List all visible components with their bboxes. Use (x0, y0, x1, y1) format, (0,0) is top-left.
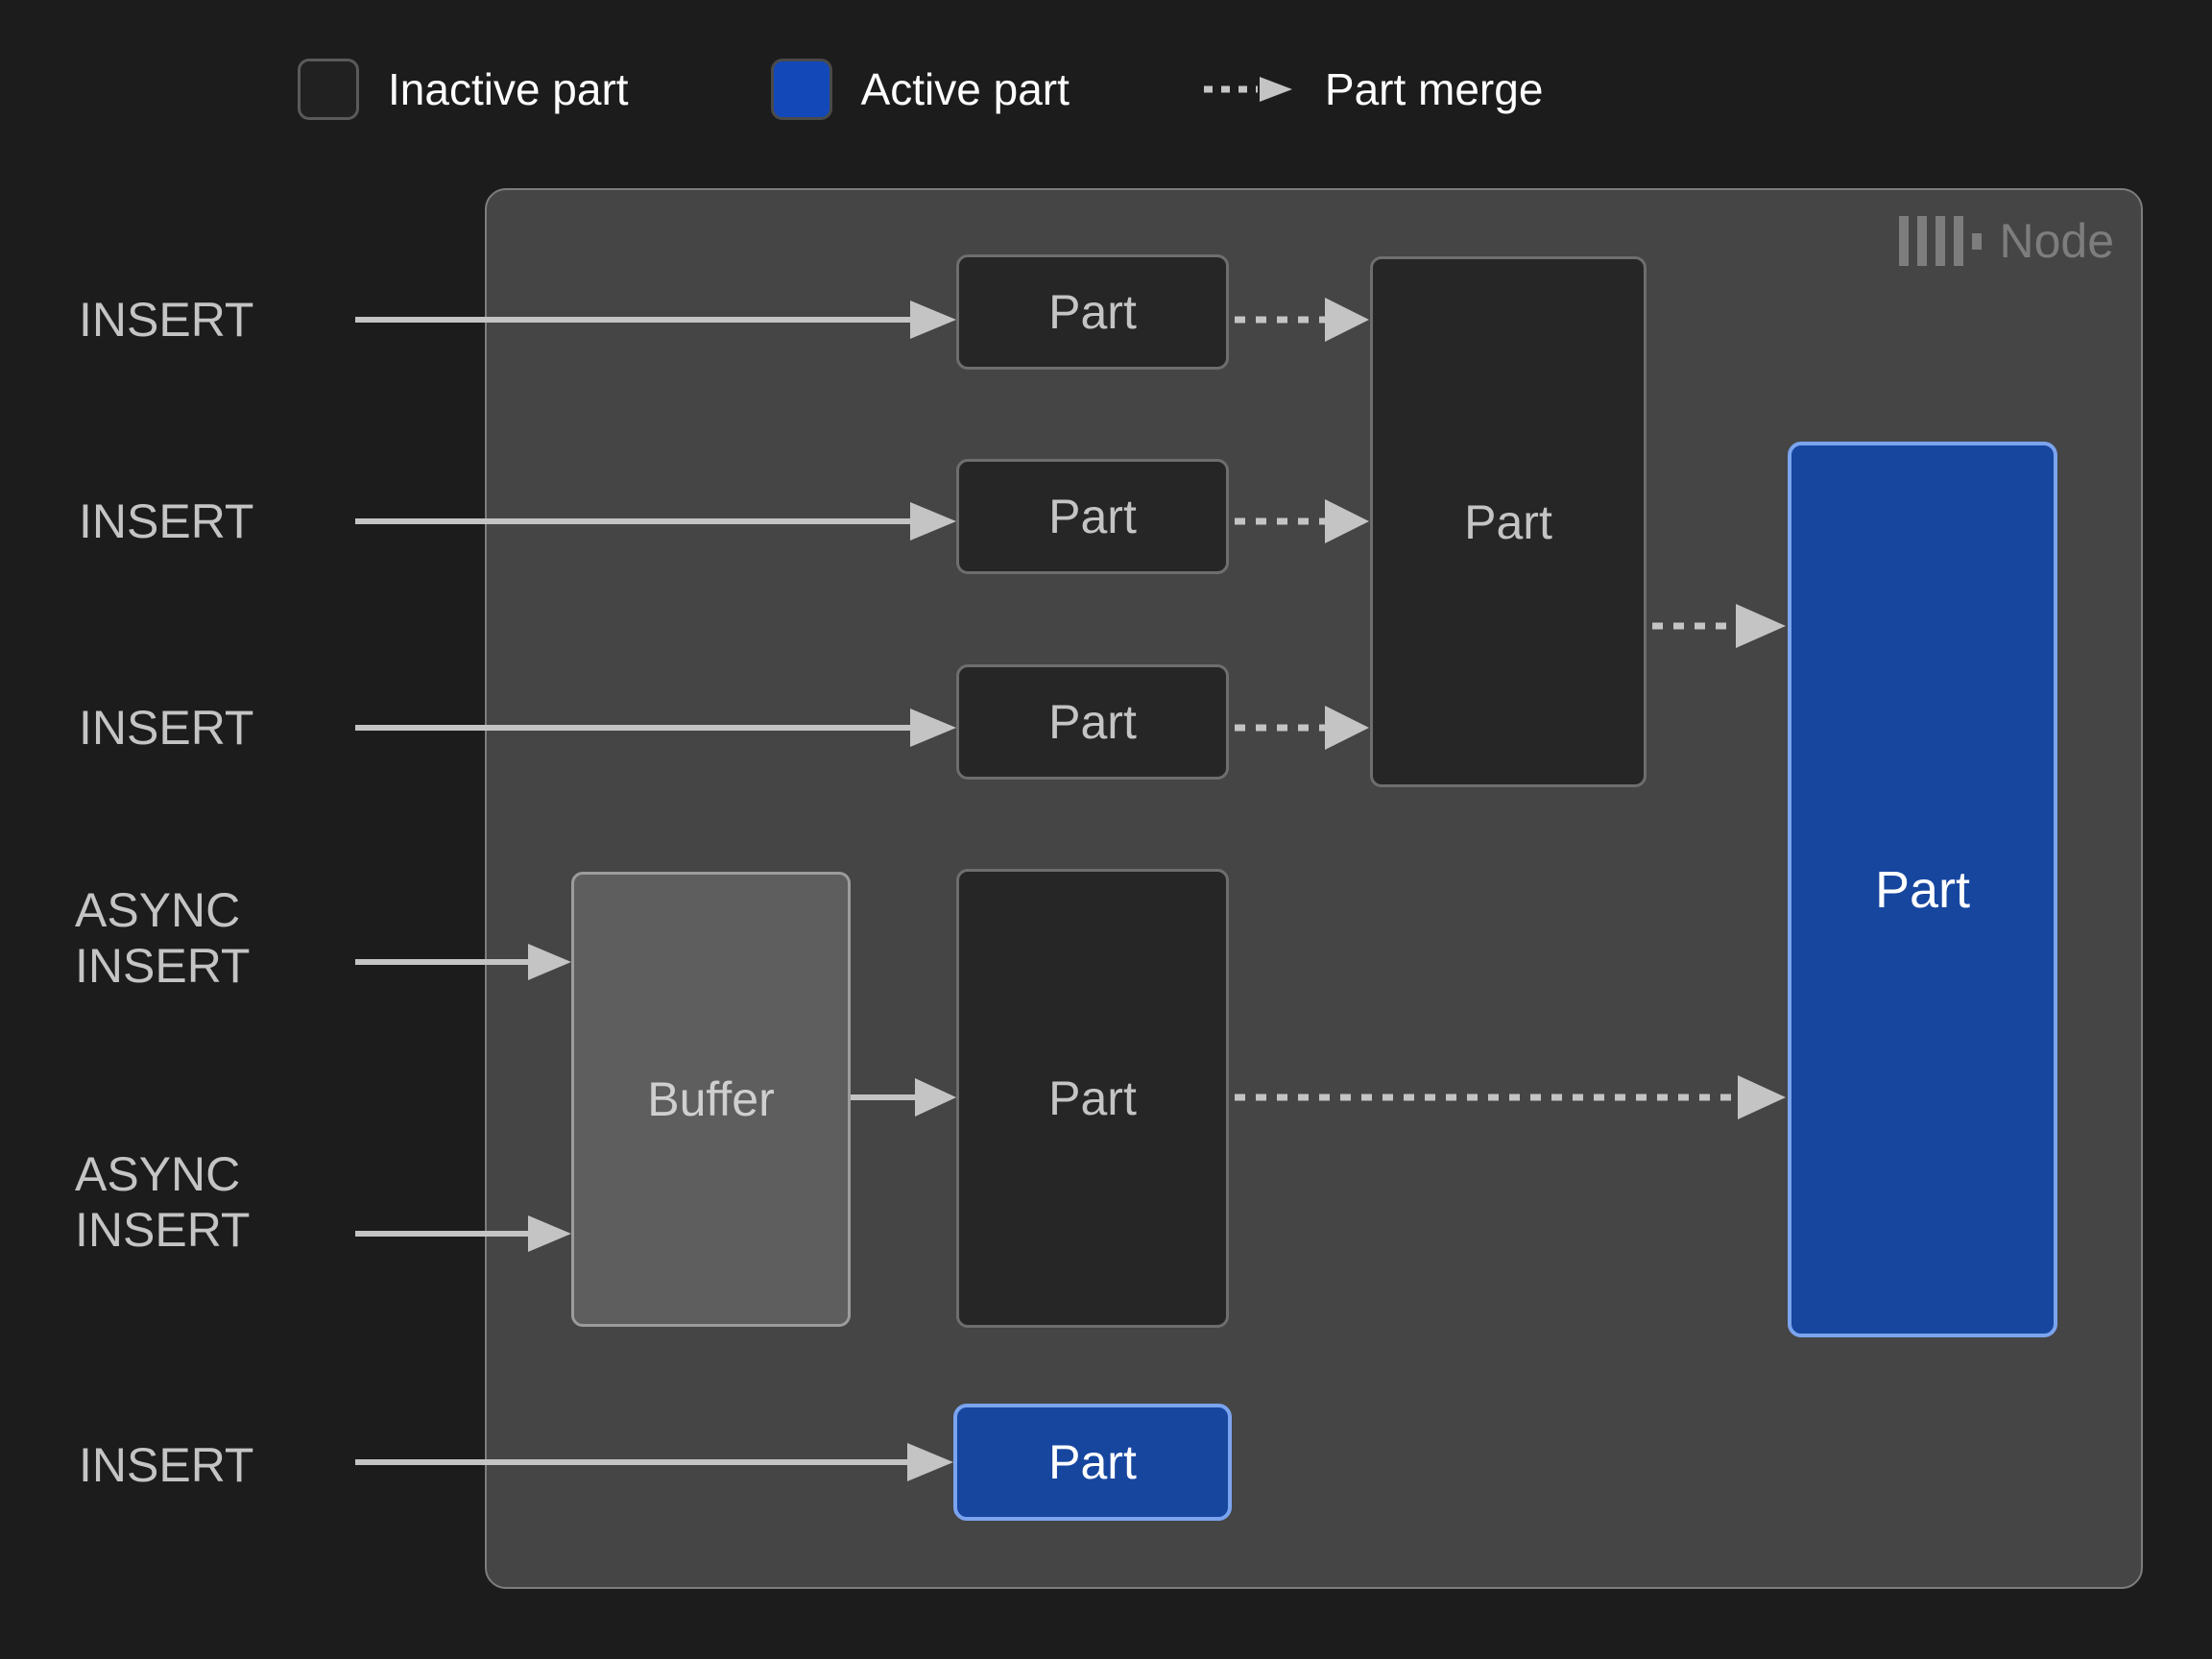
part-box-final[interactable]: Part (1788, 442, 2057, 1337)
part-box-label: Part (1048, 1435, 1137, 1489)
node-label: Node (1999, 214, 2114, 268)
legend-label-inactive-part: Inactive part (388, 64, 629, 114)
legend-label-part-merge: Part merge (1324, 64, 1544, 114)
legend-item-inactive-part: Inactive part (298, 59, 629, 120)
source-label-async-insert-1: ASYNC INSERT (75, 883, 251, 993)
source-label-insert-4: INSERT (79, 1438, 254, 1492)
part-box-label: Part (1048, 490, 1137, 543)
part-box-label: Part (1048, 285, 1137, 339)
part-box-insert-1[interactable]: Part (956, 254, 1229, 370)
part-box-label: Part (1048, 1071, 1137, 1125)
part-box-insert-4[interactable]: Part (953, 1404, 1232, 1521)
part-box-label: Part (1464, 494, 1552, 549)
buffer-box[interactable]: Buffer (571, 872, 851, 1327)
part-box-label: Part (1874, 860, 1971, 919)
source-label-insert-3: INSERT (79, 701, 254, 755)
buffer-box-label: Buffer (647, 1072, 775, 1126)
legend-item-active-part: Active part (770, 59, 1070, 120)
source-label-insert-1: INSERT (79, 293, 254, 347)
part-box-insert-3[interactable]: Part (956, 664, 1229, 780)
clickhouse-logo-icon (1899, 216, 1983, 266)
active-part-swatch-icon (770, 59, 832, 120)
legend-label-active-part: Active part (860, 64, 1070, 114)
inactive-part-swatch-icon (298, 59, 359, 120)
dashed-arrow-icon (1203, 77, 1292, 102)
legend: Inactive part Active part Part merge (288, 56, 1968, 123)
source-label-async-insert-2: ASYNC INSERT (75, 1147, 251, 1257)
source-label-insert-2: INSERT (79, 494, 254, 548)
part-box-merged-1[interactable]: Part (1370, 256, 1647, 787)
legend-item-part-merge: Part merge (1203, 63, 1544, 115)
node-badge: Node (1899, 213, 2114, 269)
part-box-insert-2[interactable]: Part (956, 459, 1229, 574)
part-box-label: Part (1048, 695, 1137, 749)
part-box-async[interactable]: Part (956, 869, 1229, 1328)
